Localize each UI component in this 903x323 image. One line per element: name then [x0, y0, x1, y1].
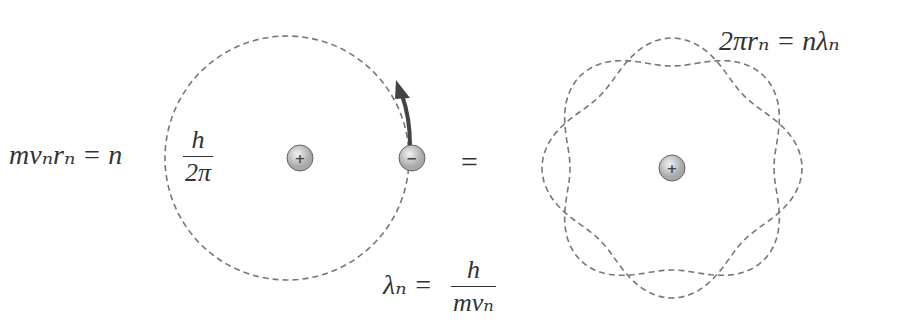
wavelength-formula: λₙ =: [380, 270, 435, 299]
denominator: mvₙ: [451, 289, 496, 316]
standing-wave: [565, 61, 780, 276]
charge-sign: +: [295, 152, 306, 165]
bohr-orbit: [165, 36, 409, 280]
quantization-formula: mvₙrₙ = n: [6, 140, 125, 169]
charge-sign: −: [407, 152, 418, 165]
numerator: h: [465, 256, 482, 283]
motion-arrowhead: [395, 80, 410, 99]
denominator: 2π: [183, 159, 213, 186]
fraction-bar: [183, 156, 213, 157]
nucleus: +: [658, 154, 686, 182]
fraction: h 2π: [180, 126, 216, 186]
numerator: h: [190, 126, 207, 153]
standing-wave-formula: 2πrₙ = nλₙ: [716, 26, 843, 55]
electron: −: [398, 144, 426, 172]
standing-wave: [542, 38, 802, 298]
nucleus: +: [286, 144, 314, 172]
fraction-bar: [451, 286, 496, 287]
fraction: h mvₙ: [448, 256, 499, 316]
motion-arrow: [402, 95, 410, 145]
charge-sign: +: [667, 162, 678, 175]
equals-sign: =: [456, 146, 482, 178]
